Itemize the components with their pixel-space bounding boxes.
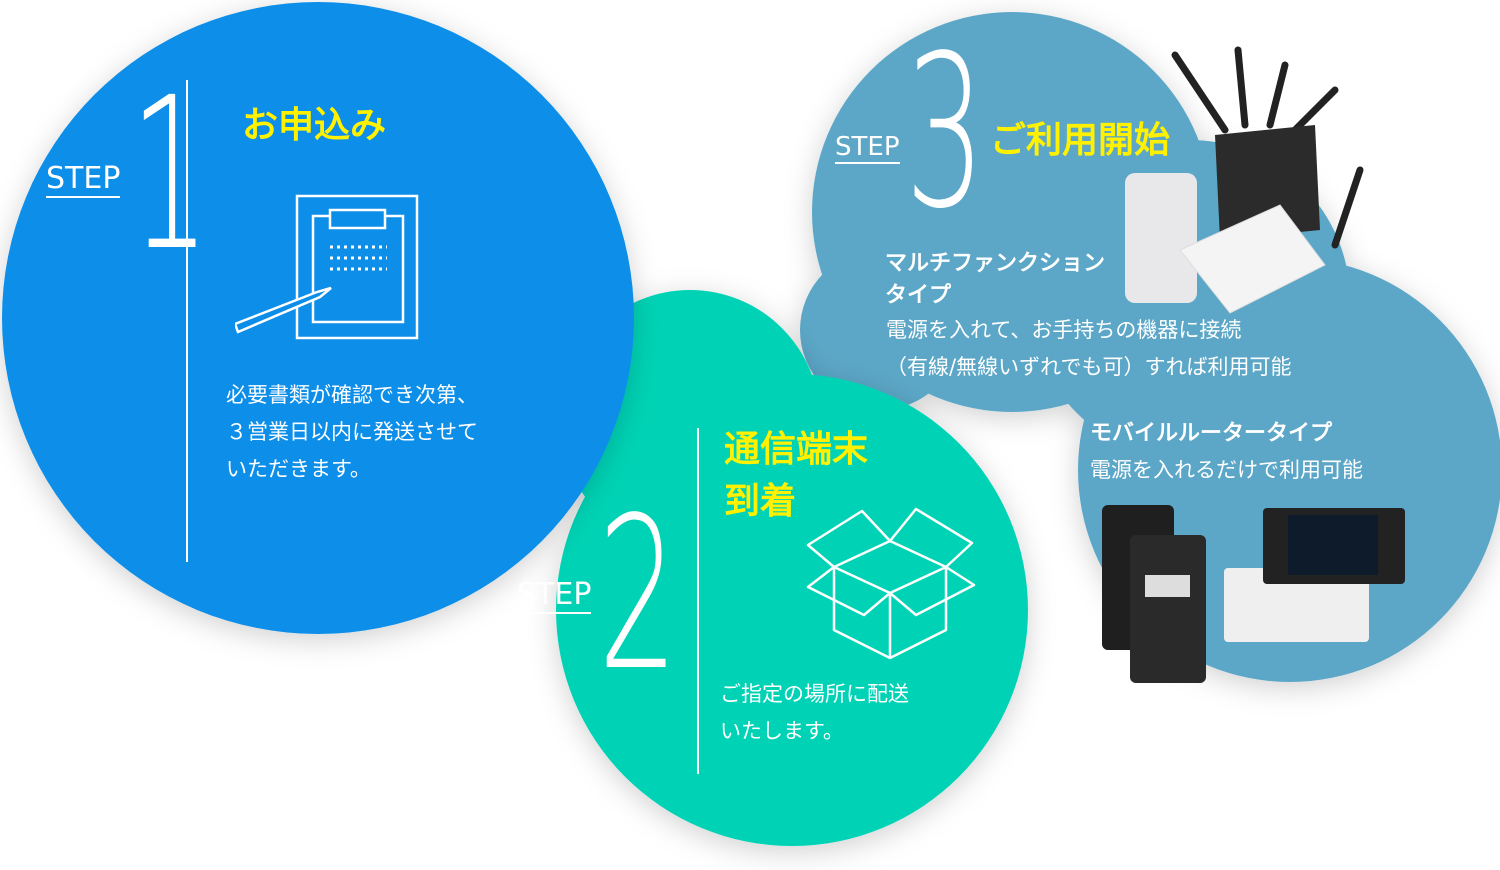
step1-desc-line: ３営業日以内に発送させて — [226, 420, 478, 444]
step2-label: STEP — [517, 577, 592, 614]
step2-title-line: 通信端末 — [724, 429, 869, 470]
step2-number: 2 — [598, 472, 679, 717]
step3-number: 3 — [905, 10, 986, 255]
step1-label: STEP — [46, 161, 121, 198]
step2-desc-line: いたします。 — [720, 719, 844, 743]
step2-title-line: 到着 — [724, 481, 797, 522]
open-box-icon — [806, 507, 976, 660]
multi-type-desc: （有線/無線いずれでも可）すれば利用可能 — [886, 355, 1292, 379]
step1-circle — [2, 2, 634, 634]
divider — [697, 428, 699, 774]
step2-desc-line: ご指定の場所に配送 — [720, 682, 909, 706]
mobile-type-name: モバイルルータータイプ — [1090, 421, 1333, 446]
multi-type-name: マルチファンクション — [885, 251, 1106, 276]
mobile-router-image — [1102, 505, 1405, 683]
clipboard-pen-icon — [235, 194, 419, 340]
step1-number: 1 — [130, 52, 211, 297]
divider — [186, 80, 188, 562]
multifunction-router-image — [1125, 46, 1364, 314]
multi-type-name: タイプ — [885, 283, 952, 308]
multi-type-desc: 電源を入れて、お手持ちの機器に接続 — [886, 318, 1242, 342]
step1-title: お申込み — [242, 105, 387, 146]
step3-label: STEP — [835, 132, 900, 164]
step1-desc-line: 必要書類が確認でき次第、 — [226, 383, 478, 407]
mobile-type-desc: 電源を入れるだけで利用可能 — [1090, 458, 1363, 482]
step1-desc-line: いただきます。 — [226, 457, 371, 481]
step3-title: ご利用開始 — [990, 120, 1171, 161]
